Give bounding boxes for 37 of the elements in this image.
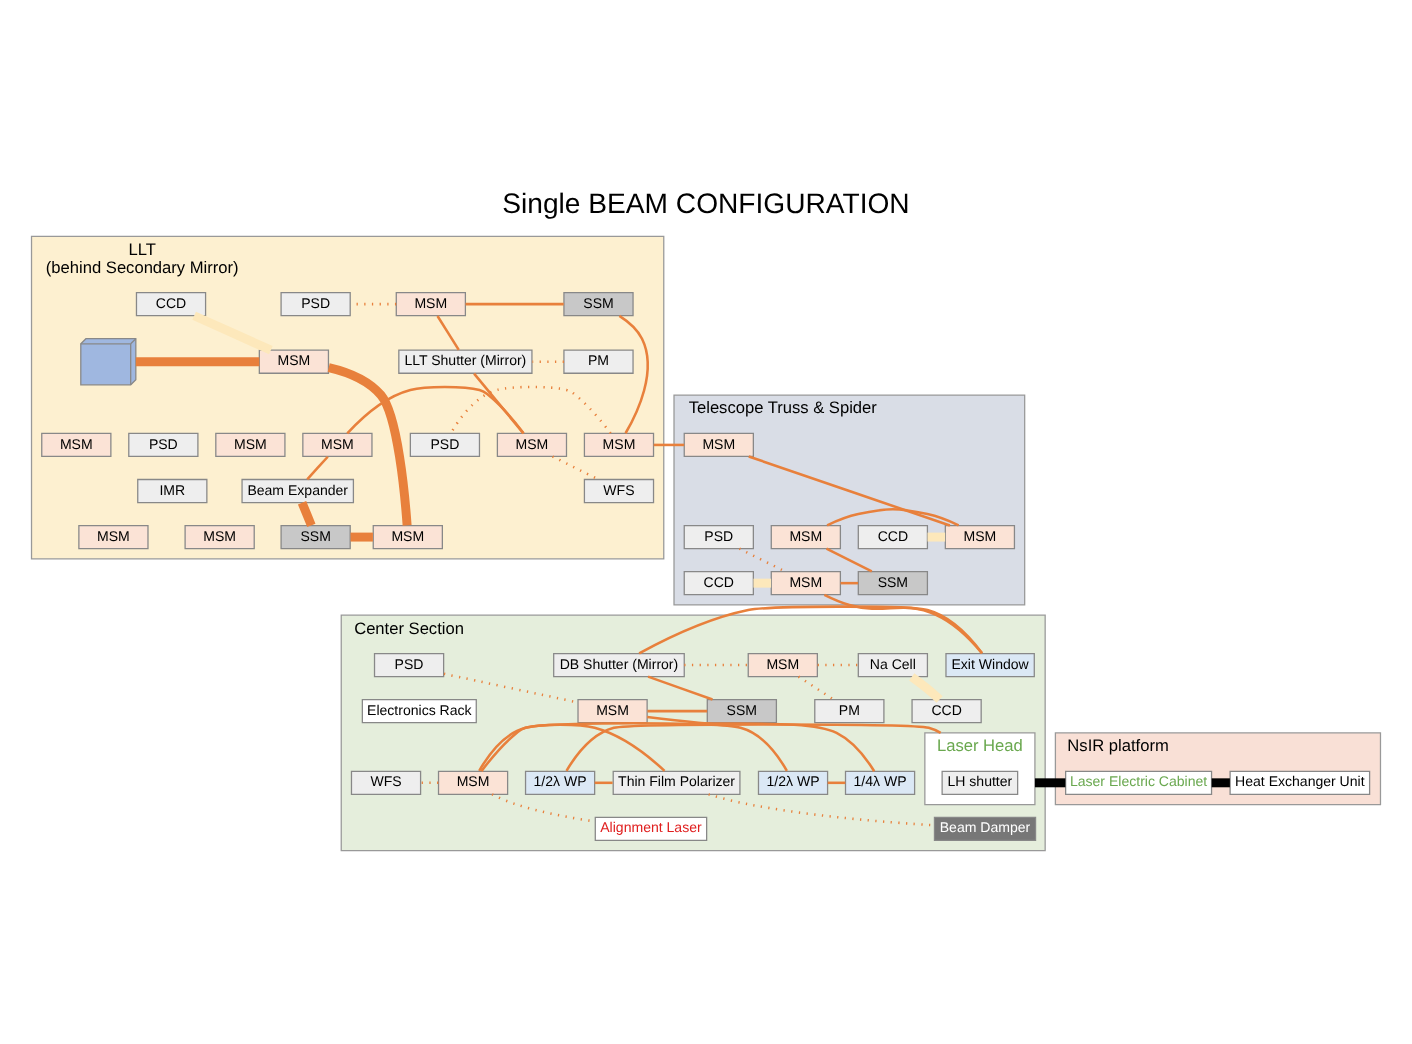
connector — [1211, 777, 1230, 787]
connector — [825, 546, 873, 572]
connector — [346, 384, 525, 434]
connector — [436, 314, 460, 350]
connector — [647, 674, 713, 700]
connector — [826, 507, 960, 526]
diagram-title: Single BEAM CONFIGURATION — [502, 185, 910, 218]
connector — [478, 720, 788, 771]
connector — [927, 531, 946, 541]
connector — [473, 371, 525, 434]
connector — [618, 313, 649, 433]
connector — [647, 708, 708, 712]
connector — [647, 714, 876, 771]
connector — [909, 672, 943, 702]
connector — [1034, 777, 1066, 787]
connector — [738, 546, 786, 572]
connector — [653, 442, 685, 446]
connector — [638, 604, 984, 654]
connector — [797, 674, 834, 700]
connector — [565, 722, 942, 771]
connector — [297, 500, 316, 527]
connector — [465, 301, 564, 305]
connector — [480, 722, 666, 771]
connector — [532, 359, 564, 362]
connector — [449, 384, 612, 433]
connector — [135, 356, 260, 366]
connector — [491, 792, 596, 822]
connector — [327, 362, 412, 525]
connector — [748, 454, 951, 526]
connector — [708, 792, 935, 826]
connector — [350, 531, 373, 541]
connector — [443, 671, 578, 703]
connector — [306, 454, 329, 480]
connector — [823, 592, 983, 653]
connector — [552, 454, 599, 480]
connector — [192, 310, 273, 354]
connector — [753, 577, 772, 587]
